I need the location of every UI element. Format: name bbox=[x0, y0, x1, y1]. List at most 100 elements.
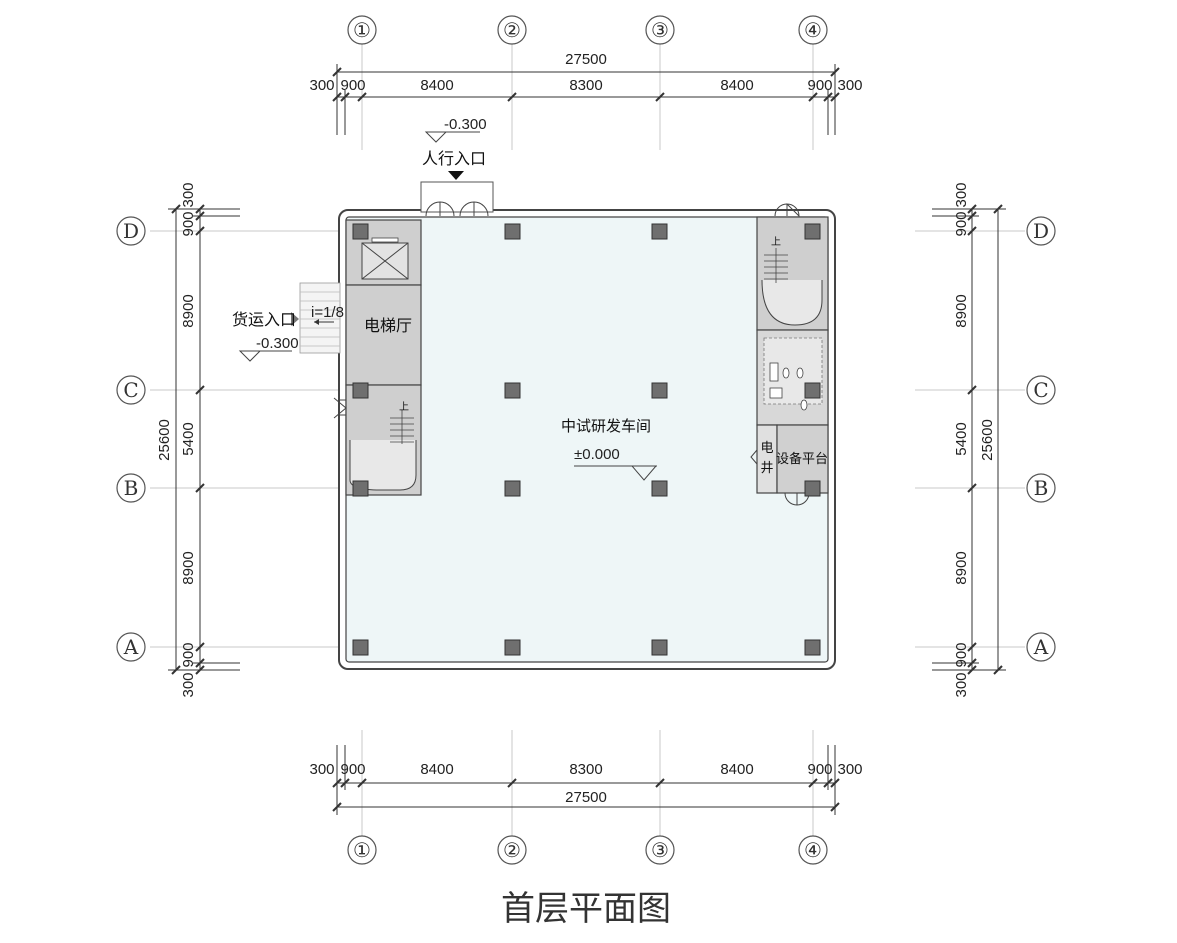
column bbox=[804, 480, 821, 497]
axis-label-A-left: A bbox=[123, 635, 139, 659]
column bbox=[804, 382, 821, 399]
axis-label-D-right: D bbox=[1033, 219, 1049, 243]
axis-label-2-bottom: ② bbox=[503, 838, 521, 862]
column bbox=[651, 639, 668, 656]
dim-right-4: 5400 bbox=[953, 422, 970, 455]
stair-landing-left bbox=[349, 440, 417, 491]
dim-left-1: 300 bbox=[180, 182, 197, 207]
stair-treads-left bbox=[390, 410, 414, 444]
column bbox=[352, 382, 369, 399]
electrical-shaft-label-2: 井 bbox=[760, 461, 773, 476]
equipment-platform-label: 设备平台 bbox=[776, 451, 828, 467]
axis-label-1-bottom: ① bbox=[353, 838, 371, 862]
dim-top-7: 300 bbox=[837, 77, 862, 94]
column-axis-top: ① ② ③ ④ bbox=[347, 15, 828, 45]
dim-top-2: 900 bbox=[340, 77, 365, 94]
dim-left-6: 900 bbox=[180, 642, 197, 667]
axis-label-1-top: ① bbox=[353, 18, 371, 42]
ramp-slope-label: i=1/8 bbox=[311, 304, 344, 321]
entrance-doors bbox=[425, 201, 489, 217]
level-marker-pedestrian: -0.300 bbox=[424, 116, 487, 143]
workshop-label: 中试研发车间 bbox=[561, 417, 651, 435]
dim-left-5: 8900 bbox=[180, 551, 197, 584]
column bbox=[352, 223, 369, 240]
pedestrian-entrance-label: 人行入口 bbox=[422, 149, 486, 168]
column bbox=[352, 639, 369, 656]
column bbox=[651, 223, 668, 240]
dim-left-4: 5400 bbox=[180, 422, 197, 455]
dim-top-3: 8400 bbox=[420, 77, 453, 94]
axis-label-4-bottom: ④ bbox=[804, 838, 822, 862]
column bbox=[804, 223, 821, 240]
dim-top-5: 8400 bbox=[720, 77, 753, 94]
dim-bottom-2: 900 bbox=[340, 761, 365, 778]
dim-bottom-5: 8400 bbox=[720, 761, 753, 778]
dim-right-6: 900 bbox=[953, 642, 970, 667]
column bbox=[651, 382, 668, 399]
stair-landing-right bbox=[761, 279, 823, 326]
row-axis-left: D C B A bbox=[116, 216, 146, 662]
dim-left-2: 900 bbox=[180, 211, 197, 236]
electrical-shaft bbox=[756, 424, 778, 494]
dimension-chain-left bbox=[168, 204, 240, 675]
dim-total-width-bottom: 27500 bbox=[565, 789, 607, 806]
axis-label-C-right: C bbox=[1033, 378, 1048, 402]
door-swing-right-top bbox=[774, 203, 800, 218]
structural-columns bbox=[352, 223, 821, 656]
axis-label-3-bottom: ③ bbox=[651, 838, 669, 862]
axis-label-A-right: A bbox=[1033, 635, 1049, 659]
axis-label-D-left: D bbox=[123, 219, 139, 243]
dim-right-2: 900 bbox=[953, 211, 970, 236]
stair-treads-right bbox=[764, 248, 788, 283]
level-marker-cargo: -0.300 bbox=[238, 335, 299, 362]
dim-total-depth-left: 25600 bbox=[156, 419, 173, 461]
restroom-fixtures bbox=[769, 362, 808, 411]
elevator-hall bbox=[345, 284, 422, 386]
column bbox=[352, 480, 369, 497]
column bbox=[804, 639, 821, 656]
dim-top-6: 900 bbox=[807, 77, 832, 94]
dim-top-4: 8300 bbox=[569, 77, 602, 94]
dim-bottom-1: 300 bbox=[309, 761, 334, 778]
entrance-canopy bbox=[420, 181, 494, 213]
dim-right-3: 8900 bbox=[953, 294, 970, 327]
dim-bottom-3: 8400 bbox=[420, 761, 453, 778]
column bbox=[504, 480, 521, 497]
row-axis-right: D C B A bbox=[1026, 216, 1056, 662]
axis-label-2-top: ② bbox=[503, 18, 521, 42]
cargo-ramp bbox=[299, 282, 341, 354]
axis-label-B-right: B bbox=[1034, 476, 1049, 500]
dim-total-depth-right: 25600 bbox=[979, 419, 996, 461]
cargo-arrow-icon bbox=[291, 312, 299, 326]
axis-label-B-left: B bbox=[124, 476, 139, 500]
dim-total-width-top: 27500 bbox=[565, 51, 607, 68]
dim-bottom-7: 300 bbox=[837, 761, 862, 778]
dimension-chain-top bbox=[332, 64, 840, 135]
ramp-hatching bbox=[300, 291, 340, 347]
floor-level-marker-icon bbox=[630, 465, 658, 481]
ramp-direction-icon bbox=[314, 319, 319, 325]
svg-text:-0.300: -0.300 bbox=[256, 335, 299, 352]
axis-label-4-top: ④ bbox=[804, 18, 822, 42]
dim-right-5: 8900 bbox=[953, 551, 970, 584]
elevator-hall-label: 电梯厅 bbox=[364, 316, 412, 335]
dim-bottom-6: 900 bbox=[807, 761, 832, 778]
floor-level-label: ±0.000 bbox=[574, 446, 620, 463]
door-swing-left bbox=[333, 397, 347, 419]
stair-up-label-right: 上 bbox=[771, 236, 781, 248]
column-axis-bottom: ① ② ③ ④ bbox=[347, 835, 828, 865]
electrical-shaft-label-1: 电 bbox=[760, 441, 773, 456]
axis-label-C-left: C bbox=[123, 378, 138, 402]
stair-up-label-left: 上 bbox=[399, 401, 409, 413]
dim-bottom-4: 8300 bbox=[569, 761, 602, 778]
page-title: 首层平面图 bbox=[501, 889, 671, 929]
dim-right-7: 300 bbox=[953, 672, 970, 697]
cargo-entrance-label: 货运入口 bbox=[232, 310, 296, 329]
column bbox=[504, 223, 521, 240]
axis-label-3-top: ③ bbox=[651, 18, 669, 42]
dim-right-1: 300 bbox=[953, 182, 970, 207]
column bbox=[651, 480, 668, 497]
dim-left-7: 300 bbox=[180, 672, 197, 697]
column bbox=[504, 639, 521, 656]
